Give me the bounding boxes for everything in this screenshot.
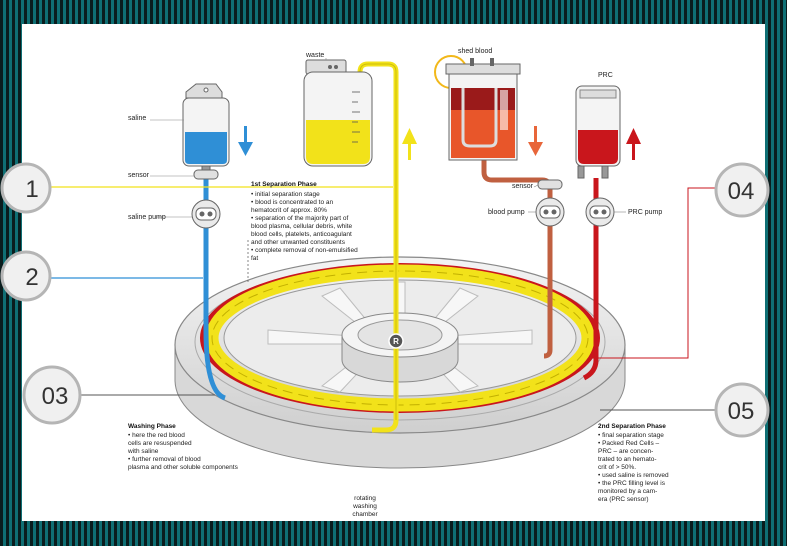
svg-text:trated to an hemato-: trated to an hemato- xyxy=(598,456,657,463)
label-saline: saline xyxy=(128,115,146,122)
svg-text:• used saline is removed: • used saline is removed xyxy=(598,472,669,479)
washing-phase-text: Washing Phase • here the red blood cells… xyxy=(127,423,239,471)
svg-text:• the PRC filling level is: • the PRC filling level is xyxy=(598,480,666,487)
svg-text:with saline: with saline xyxy=(127,448,159,455)
svg-text:rotating: rotating xyxy=(354,495,376,502)
svg-text:• blood is concentrated to an: • blood is concentrated to an xyxy=(251,199,334,206)
svg-text:washing: washing xyxy=(352,503,377,510)
svg-text:era (PRC sensor): era (PRC sensor) xyxy=(598,496,649,503)
svg-text:1: 1 xyxy=(25,176,38,203)
label-saline-pump: saline pump xyxy=(128,214,166,221)
arrow-up-icon xyxy=(402,128,417,160)
svg-text:• Packed Red Cells –: • Packed Red Cells – xyxy=(598,440,660,447)
svg-text:PRC – are concen-: PRC – are concen- xyxy=(598,448,653,455)
svg-text:• further removal of blood: • further removal of blood xyxy=(128,456,201,463)
svg-text:04: 04 xyxy=(728,178,755,205)
pump-icon xyxy=(535,197,565,227)
svg-text:chamber: chamber xyxy=(352,511,378,518)
svg-text:blood plasma, cellular debris,: blood plasma, cellular debris, white xyxy=(251,223,353,230)
prc-tube xyxy=(582,178,599,381)
pump-icon xyxy=(191,199,221,229)
svg-text:03: 03 xyxy=(42,383,69,410)
svg-text:2: 2 xyxy=(25,264,38,291)
svg-text:cells are resuspended: cells are resuspended xyxy=(128,440,192,447)
svg-text:1st Separation Phase: 1st Separation Phase xyxy=(251,181,317,188)
svg-text:hematocrit of approx. 80%: hematocrit of approx. 80% xyxy=(251,207,327,214)
label-waste: waste xyxy=(305,52,324,59)
svg-text:• separation of the majority p: • separation of the majority part of xyxy=(251,215,348,222)
label-rotating-chamber: rotating washing chamber xyxy=(352,495,378,518)
saline-tube xyxy=(203,168,227,401)
label-shed-blood: shed blood xyxy=(458,48,492,55)
label-sensor-right: sensor xyxy=(512,183,534,190)
first-separation-text: 1st Separation Phase • initial separatio… xyxy=(251,181,358,262)
label-prc-pump: PRC pump xyxy=(628,209,662,216)
svg-text:• final separation stage: • final separation stage xyxy=(598,432,664,439)
sensor-icon xyxy=(193,169,219,180)
svg-text:• complete removal of non-emul: • complete removal of non-emulsified xyxy=(251,247,358,254)
r-marker: R xyxy=(388,333,404,349)
prc-bag xyxy=(575,85,621,179)
svg-text:Washing Phase: Washing Phase xyxy=(128,423,176,430)
svg-text:fat: fat xyxy=(251,255,258,262)
label-blood-pump: blood pump xyxy=(488,209,525,216)
pump-icon xyxy=(585,197,615,227)
svg-text:and other unwanted constituent: and other unwanted constituents xyxy=(251,239,346,246)
svg-text:plasma and other soluble compo: plasma and other soluble components xyxy=(128,464,239,471)
marker-2: 2 xyxy=(0,250,52,302)
marker-1: 1 xyxy=(0,162,52,214)
svg-text:• initial separation stage: • initial separation stage xyxy=(251,191,320,198)
label-sensor-left: sensor xyxy=(128,172,150,179)
arrow-up-icon xyxy=(626,128,641,160)
arrow-down-icon xyxy=(528,126,543,156)
svg-text:crit of > 50%.: crit of > 50%. xyxy=(598,464,636,471)
label-prc: PRC xyxy=(598,72,613,79)
svg-text:monitored by a cam-: monitored by a cam- xyxy=(598,488,657,495)
svg-text:05: 05 xyxy=(728,398,755,425)
shed-blood-reservoir xyxy=(434,55,521,161)
second-separation-text: 2nd Separation Phase • final separation … xyxy=(598,423,669,503)
arrow-down-icon xyxy=(238,126,253,156)
waste-bag xyxy=(303,59,373,167)
svg-text:blood cells, platelets, antico: blood cells, platelets, anticoagulant xyxy=(251,231,352,238)
svg-text:2nd Separation Phase: 2nd Separation Phase xyxy=(598,423,666,430)
sensor-icon xyxy=(537,179,563,190)
svg-text:R: R xyxy=(393,337,399,346)
marker-05: 05 xyxy=(714,382,770,438)
svg-text:• here the red blood: • here the red blood xyxy=(128,432,185,439)
callout-line-4 xyxy=(588,187,722,359)
marker-04: 04 xyxy=(714,162,770,218)
saline-bag xyxy=(182,83,230,173)
marker-03: 03 xyxy=(22,365,82,425)
rotating-washing-chamber xyxy=(174,256,626,469)
